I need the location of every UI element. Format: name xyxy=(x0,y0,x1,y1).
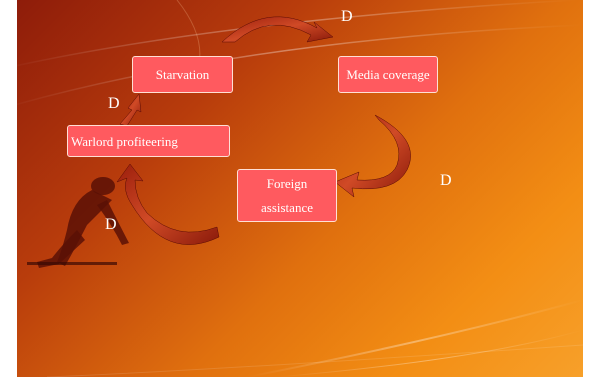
arrow-small xyxy=(119,93,142,127)
node-foreign-assistance: Foreign assistance xyxy=(237,169,337,222)
edge-label-bottom: D xyxy=(105,216,117,233)
node-media-coverage: Media coverage xyxy=(338,56,438,93)
edge-label-left: D xyxy=(108,95,120,112)
arrow-top xyxy=(221,16,334,43)
node-foreign-line2: assistance xyxy=(261,199,313,215)
arrow-right xyxy=(334,114,411,198)
node-warlord-profiteering-label: Warlord profiteering xyxy=(71,133,178,149)
node-warlord-profiteering: Warlord profiteering xyxy=(67,125,230,157)
node-starvation-label: Starvation xyxy=(155,67,210,82)
runner-silhouette xyxy=(27,177,129,268)
edge-label-top: D xyxy=(341,8,353,25)
node-starvation: Starvation xyxy=(132,56,233,93)
slide-canvas: Starvation Media coverage Warlord profit… xyxy=(17,0,583,377)
edge-label-right: D xyxy=(440,172,452,189)
arrow-left xyxy=(116,163,220,245)
cycle-arrows xyxy=(116,16,411,245)
node-media-coverage-label: Media coverage xyxy=(346,67,430,82)
node-foreign-line1: Foreign xyxy=(266,175,308,191)
